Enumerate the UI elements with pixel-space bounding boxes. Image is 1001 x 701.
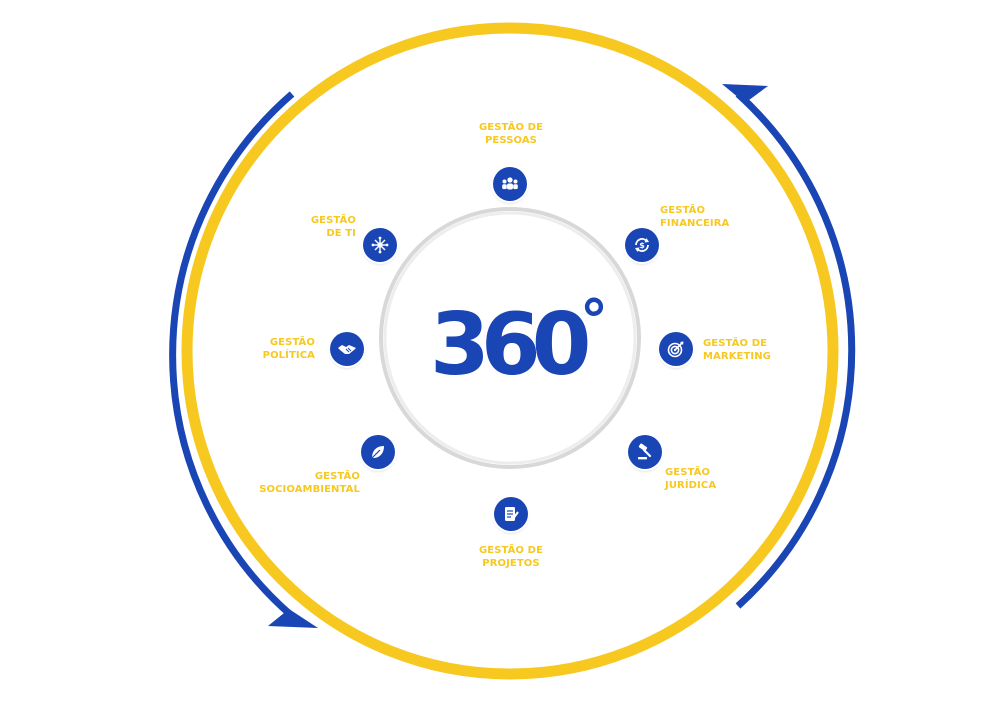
financeira-label-line1: GESTÃO [660,205,706,216]
juridica-label-line2: JURÍDICA [665,480,717,491]
target-icon [667,341,684,358]
juridica-label: GESTÃO JURÍDICA [665,466,745,492]
network-icon [371,236,389,254]
financeira-label-line2: FINANCEIRA [660,218,730,229]
socioambiental-label: GESTÃO SOCIOAMBIENTAL [240,470,360,496]
socioambiental-node[interactable] [361,435,395,469]
projetos-label-line2: PROJETOS [482,558,540,569]
socioambiental-label-line2: SOCIOAMBIENTAL [259,484,360,495]
ti-label: GESTÃO DE TI [290,214,356,240]
politica-label: GESTÃO POLÍTICA [230,336,315,362]
logo-degree-symbol: ° [580,296,608,354]
outer-arc-left [169,91,295,619]
document-edit-icon [505,507,519,521]
people-group-icon [502,177,518,190]
ti-label-line2: DE TI [326,228,356,239]
money-cycle-icon: $ [635,238,649,252]
yellow-ring [181,22,839,680]
projetos-label: GESTÃO DE PROJETOS [466,544,556,570]
marketing-label-line1: GESTÃO DE [703,338,768,349]
financeira-label: GESTÃO FINANCEIRA [660,204,755,230]
leaf-icon [371,446,384,459]
marketing-node[interactable] [659,332,693,366]
marketing-label: GESTÃO DE MARKETING [703,337,798,363]
financeira-node[interactable]: $ [625,228,659,262]
pessoas-node[interactable] [493,167,527,201]
handshake-icon [338,345,356,354]
ti-label-line1: GESTÃO [310,215,356,226]
pessoas-label-line2: PESSOAS [485,135,537,146]
juridica-node[interactable] [628,435,662,469]
outer-arc-right [735,91,856,609]
ti-node[interactable] [363,228,397,262]
socioambiental-label-line1: GESTÃO [314,471,360,482]
pessoas-label-line1: GESTÃO DE [478,122,544,133]
hub-ring-shade [383,211,637,465]
politica-label-line2: POLÍTICA [262,350,315,361]
projetos-node[interactable] [494,497,528,531]
logo-360-text: 360 [430,296,588,380]
politica-node[interactable] [330,332,364,366]
juridica-label-line1: GESTÃO [665,467,711,478]
pessoas-label: GESTÃO DE PESSOAS [466,121,556,147]
hub-ring [379,207,641,469]
politica-label-line1: GESTÃO [269,337,315,348]
projetos-label-line1: GESTÃO DE [478,545,544,556]
arc-arrowhead-top-right [722,84,768,103]
marketing-label-line2: MARKETING [703,351,771,362]
svg-text:$: $ [639,241,645,250]
arc-arrowhead-bottom-left [268,609,318,628]
logo-360: 360 ° [430,296,608,380]
gavel-icon [638,443,652,460]
